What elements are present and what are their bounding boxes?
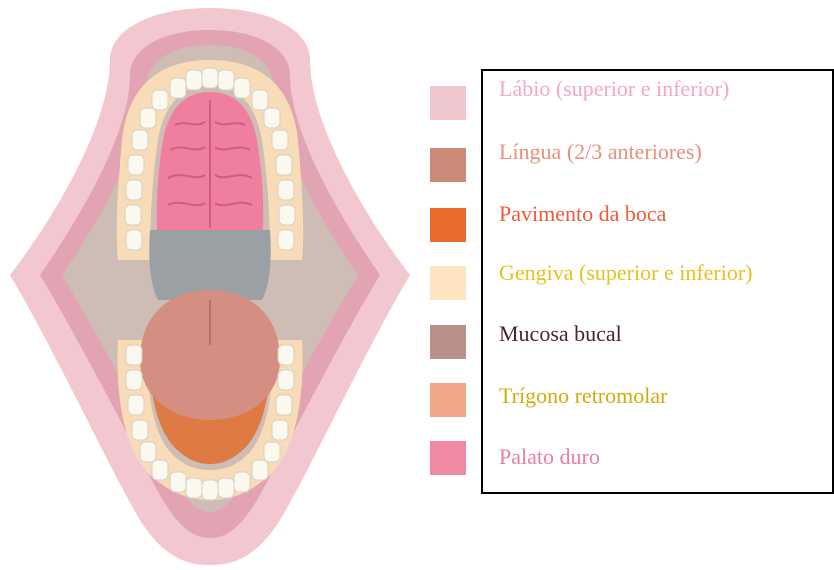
tooth bbox=[186, 478, 202, 498]
legend-label-lingua: Língua (2/3 anteriores) bbox=[499, 139, 702, 165]
tooth bbox=[252, 460, 268, 480]
tooth bbox=[218, 478, 234, 498]
tooth bbox=[272, 420, 288, 440]
tooth bbox=[278, 345, 294, 365]
swatch-palato bbox=[430, 441, 466, 475]
tooth bbox=[126, 370, 142, 390]
tooth bbox=[125, 205, 141, 225]
tooth bbox=[202, 68, 218, 88]
tooth bbox=[279, 205, 295, 225]
tooth bbox=[276, 155, 292, 175]
soft-palate bbox=[149, 230, 270, 300]
legend: Lábio (superior e inferior) Língua (2/3 … bbox=[481, 69, 834, 494]
tooth bbox=[170, 78, 186, 98]
legend-label-pavimento: Pavimento da boca bbox=[499, 201, 666, 227]
tooth bbox=[276, 395, 292, 415]
tooth bbox=[128, 395, 144, 415]
tooth bbox=[152, 90, 168, 110]
tooth bbox=[186, 70, 202, 90]
legend-label-palato: Palato duro bbox=[499, 444, 600, 470]
tooth bbox=[234, 472, 250, 492]
tooth bbox=[132, 130, 148, 150]
tooth bbox=[126, 180, 142, 200]
tooth bbox=[170, 472, 186, 492]
tooth bbox=[252, 90, 268, 110]
swatch-labio bbox=[430, 86, 466, 120]
tooth bbox=[126, 345, 142, 365]
tooth bbox=[278, 370, 294, 390]
legend-label-trigono: Trígono retromolar bbox=[499, 383, 667, 409]
tooth bbox=[272, 130, 288, 150]
tooth bbox=[132, 420, 148, 440]
legend-swatches bbox=[430, 86, 470, 476]
tooth bbox=[128, 155, 144, 175]
tooth bbox=[140, 442, 156, 462]
legend-label-mucosa: Mucosa bucal bbox=[499, 321, 622, 347]
tooth bbox=[152, 460, 168, 480]
tooth bbox=[140, 108, 156, 128]
tooth bbox=[218, 70, 234, 90]
tooth bbox=[278, 230, 294, 250]
swatch-gengiva bbox=[430, 266, 466, 300]
legend-label-gengiva: Gengiva (superior e inferior) bbox=[499, 260, 753, 286]
tooth bbox=[202, 480, 218, 500]
tooth bbox=[264, 442, 280, 462]
tooth bbox=[126, 230, 142, 250]
tooth bbox=[264, 108, 280, 128]
swatch-trigono bbox=[430, 383, 466, 417]
legend-label-labio: Lábio (superior e inferior) bbox=[499, 76, 729, 102]
swatch-lingua bbox=[430, 148, 466, 182]
swatch-pavimento bbox=[430, 208, 466, 242]
swatch-mucosa bbox=[430, 325, 466, 359]
oral-cavity-diagram bbox=[0, 0, 420, 570]
tooth bbox=[278, 180, 294, 200]
tooth bbox=[234, 78, 250, 98]
